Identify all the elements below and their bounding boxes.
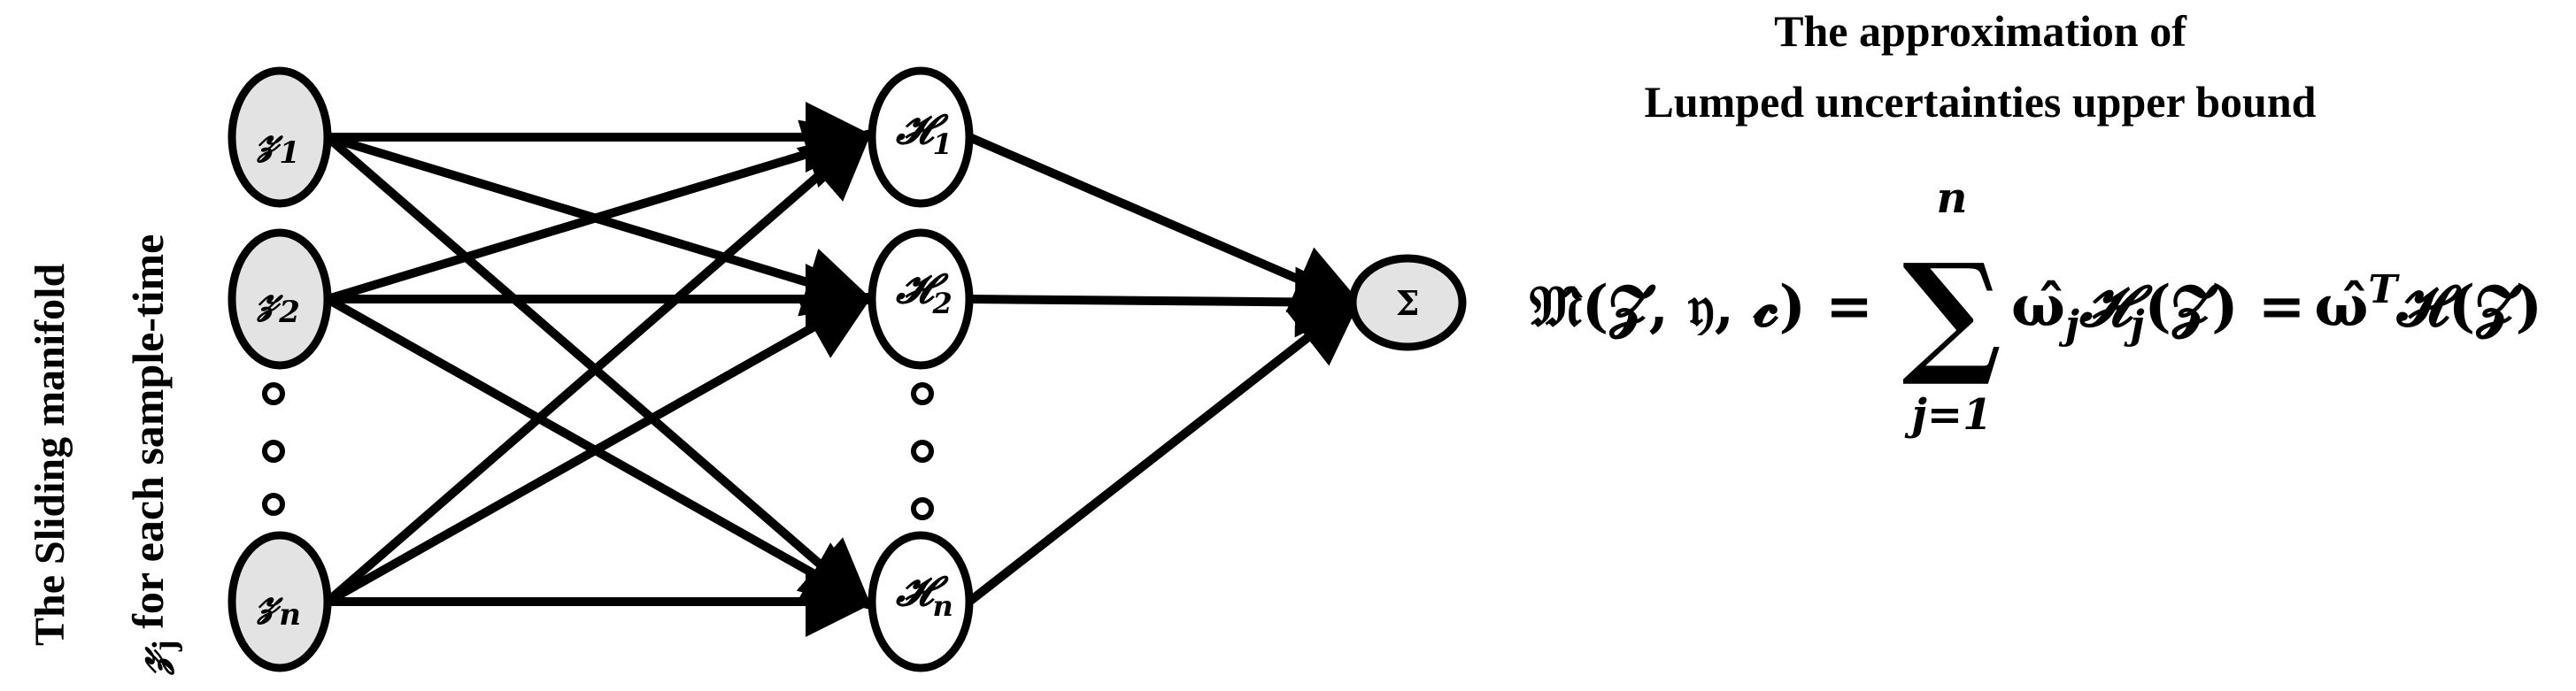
svg-text:𝓏1: 𝓏1 [257, 110, 300, 171]
equation-rhs-weight: ω̂ [2314, 273, 2368, 340]
edge-h1-sum [968, 133, 1365, 312]
input-node-1-symbol: 𝓏 [257, 110, 283, 164]
edge-z2-h1 [326, 119, 876, 303]
output-node-symbol: Σ [1396, 283, 1420, 323]
edge-zn-h2 [325, 292, 875, 606]
hidden-ellipsis-icon [911, 382, 934, 520]
equation-rhs-basis: 𝓗(𝓩) [2396, 273, 2542, 340]
edge-hn-sum [966, 294, 1363, 605]
input-node-1-sub: 1 [279, 135, 300, 171]
edge-zn-h1 [324, 128, 874, 605]
equation-term: ω̂ [2011, 273, 2065, 340]
input-node-2-symbol: 𝓏 [257, 269, 283, 323]
hidden-node-2-sub: 2 [932, 287, 953, 320]
equation-upper-limit: n [1937, 173, 1968, 223]
input-ellipsis-icon [262, 382, 285, 516]
equation-sum-symbol: ∑ [1902, 234, 2002, 390]
hidden-node-2: 𝓗2 [868, 228, 974, 370]
input-node-n-symbol: 𝓏 [257, 572, 283, 626]
input-hidden-edges [324, 102, 876, 637]
title-line-2: Lumped uncertainties upper bound [1645, 77, 2317, 127]
equation-lhs: 𝔐̂(𝓩, 𝔶, 𝓬) = [1530, 273, 1873, 340]
svg-text:𝓏n: 𝓏n [257, 572, 301, 633]
hidden-node-n: 𝓗n [868, 531, 974, 672]
input-node-n: 𝓏n [228, 531, 332, 672]
svg-text:𝓏2: 𝓏2 [257, 269, 300, 330]
sample-time-text: for each sample-time [123, 234, 173, 641]
input-node-2-sub: 2 [278, 295, 300, 330]
output-node: Σ [1348, 254, 1467, 351]
equation-lower-limit: j=1 [1905, 390, 1993, 440]
hidden-layer: 𝓗1 𝓗2 𝓗n [868, 66, 974, 672]
hidden-output-edges [966, 133, 1366, 605]
hidden-node-1: 𝓗1 [868, 66, 974, 208]
input-node-2: 𝓏2 [228, 228, 332, 370]
svg-text:ω̂j𝓗j(𝓩) =ω̂T𝓗(𝓩): ω̂j𝓗j(𝓩) =ω̂T𝓗(𝓩) [2011, 267, 2542, 348]
sliding-manifold-label: The Sliding manifold [27, 264, 73, 646]
input-node-n-sub: n [279, 597, 301, 633]
sample-time-label: 𝓏j for each sample-time [120, 234, 183, 676]
hidden-node-1-sub: 1 [933, 127, 953, 161]
hidden-node-n-sub: n [933, 589, 953, 623]
equation-basis-arg: (𝓩) = [2145, 273, 2306, 340]
title-line-1: The approximation of [1774, 6, 2187, 56]
input-layer: 𝓏1 𝓏2 𝓏n [228, 66, 332, 672]
sample-time-subscript: j [146, 640, 183, 652]
equation-rhs-sup: T [2368, 267, 2400, 312]
input-node-1: 𝓏1 [228, 66, 332, 208]
approximation-equation: 𝔐̂(𝓩, 𝔶, 𝓬) = n ∑ j=1 ω̂j𝓗j(𝓩) =ω̂T𝓗(𝓩) [1530, 173, 2542, 440]
edge-h2-sum [968, 266, 1366, 338]
